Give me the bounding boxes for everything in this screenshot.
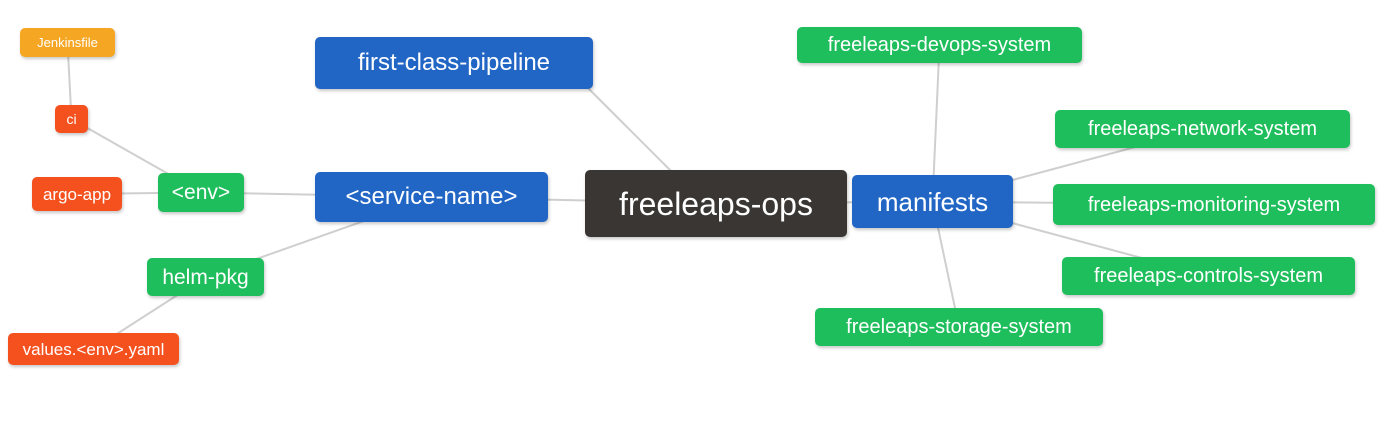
node-freeleaps-network-system[interactable]: freeleaps-network-system xyxy=(1055,110,1350,148)
node-freeleaps-devops-system[interactable]: freeleaps-devops-system xyxy=(797,27,1082,63)
node-service-name[interactable]: <service-name> xyxy=(315,172,548,222)
node-argo-app[interactable]: argo-app xyxy=(32,177,122,211)
node-manifests[interactable]: manifests xyxy=(852,175,1013,228)
node-ci[interactable]: ci xyxy=(55,105,88,133)
node-values-env-yaml[interactable]: values.<env>.yaml xyxy=(8,333,179,365)
node-env[interactable]: <env> xyxy=(158,173,244,212)
node-first-class-pipeline[interactable]: first-class-pipeline xyxy=(315,37,593,89)
node-freeleaps-storage-system[interactable]: freeleaps-storage-system xyxy=(815,308,1103,346)
node-jenkinsfile[interactable]: Jenkinsfile xyxy=(20,28,115,57)
node-freeleaps-controls-system[interactable]: freeleaps-controls-system xyxy=(1062,257,1355,295)
node-helm-pkg[interactable]: helm-pkg xyxy=(147,258,264,296)
node-freeleaps-ops-root[interactable]: freeleaps-ops xyxy=(585,170,847,237)
node-freeleaps-monitoring-system[interactable]: freeleaps-monitoring-system xyxy=(1053,184,1375,225)
